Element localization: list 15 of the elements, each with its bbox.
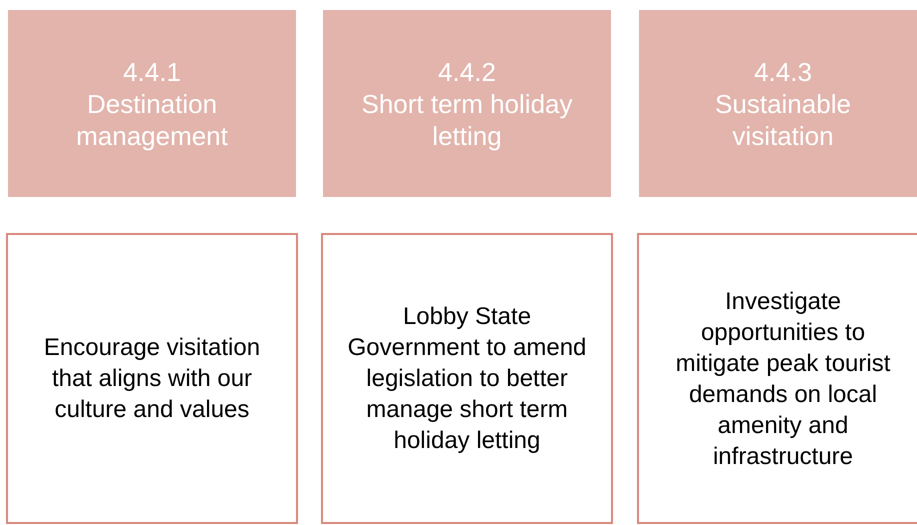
action-text: Lobby State Government to amend legislation to better manage short term holiday letting	[346, 302, 588, 456]
action-box	[637, 233, 917, 524]
section-number: 4.4.3	[754, 56, 812, 88]
heading-box	[323, 10, 611, 197]
section-title: Short term holiday letting	[360, 88, 574, 152]
heading-box	[8, 10, 296, 197]
action-text: Investigate opportunities to mitigate peak tourist demands on local amenity and infrastructure	[674, 286, 892, 472]
section-title: Sustainable visitation	[714, 88, 852, 152]
section-number: 4.4.1	[123, 56, 181, 88]
section-number: 4.4.2	[438, 56, 496, 88]
action-box	[321, 233, 613, 524]
action-text: Encourage visitation that aligns with our culture and values	[42, 333, 262, 425]
section-title: Destination management	[75, 88, 229, 152]
action-box	[6, 233, 298, 524]
heading-box	[639, 10, 917, 197]
